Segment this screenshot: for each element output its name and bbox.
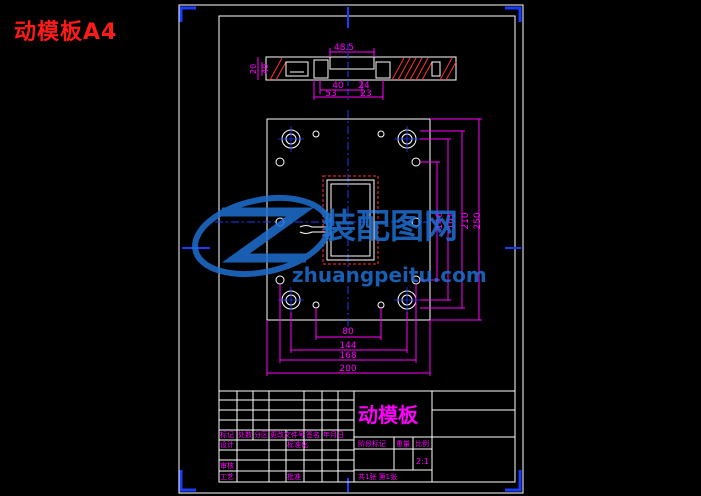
dim-200: 200	[339, 364, 356, 374]
watermark-url: zhuangpeitu.com	[292, 263, 487, 287]
label-designer: 设计	[220, 440, 234, 449]
dim-144: 144	[339, 341, 356, 351]
label-count: 处数	[238, 430, 252, 439]
label-signature: 签名	[306, 430, 320, 439]
outer-frame	[178, 4, 524, 494]
dim-40: 40	[332, 81, 344, 91]
title-block-part-name: 动模板	[358, 403, 419, 427]
dim-24: 24	[358, 81, 370, 91]
label-change-doc: 更改文件号	[270, 430, 305, 439]
dim-53: 53	[325, 89, 336, 99]
dim-168: 168	[339, 351, 356, 361]
corner-markers	[179, 6, 522, 492]
dim-side-b: 40	[261, 64, 270, 74]
label-process: 工艺	[220, 473, 234, 481]
scale-value: 2:1	[416, 457, 429, 466]
dim-191: 191	[448, 212, 458, 229]
label-sheets: 共1张 第1张	[358, 472, 397, 481]
label-approve: 批准	[287, 472, 301, 481]
dim-23: 23	[360, 89, 371, 99]
plan-view	[215, 110, 482, 376]
dim-250: 250	[473, 212, 483, 229]
label-review: 审核	[220, 461, 234, 470]
dim-210: 210	[461, 212, 471, 229]
watermark-logo-icon	[192, 195, 332, 277]
label-zone: 分区	[254, 430, 268, 439]
label-weight: 重量	[396, 440, 410, 448]
dim-146: 146	[435, 212, 445, 229]
page-title: 动模板A4	[14, 20, 118, 45]
watermark-brand: 装配图网	[322, 207, 458, 247]
title-block	[218, 390, 516, 483]
label-stage-mark: 阶段标记	[358, 439, 386, 448]
label-standardize: 标准化	[287, 440, 308, 449]
dim-side-a: 20	[249, 64, 258, 74]
label-date: 年月日	[323, 430, 344, 439]
dim-80: 80	[342, 327, 354, 337]
dim-48-5: 48.5	[334, 43, 354, 53]
label-scale: 比例	[415, 439, 429, 448]
top-section-view	[257, 44, 457, 100]
label-mark: 标记	[220, 430, 234, 439]
